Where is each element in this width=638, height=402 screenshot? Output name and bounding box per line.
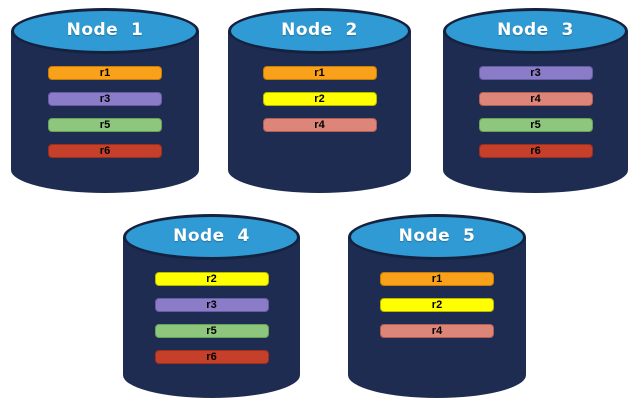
- replica-bar-list: r1 r2 r4: [348, 272, 526, 338]
- replica-bar-list: r1 r3 r5 r6: [11, 66, 199, 158]
- replica-bar-list: r3 r4 r5 r6: [443, 66, 628, 158]
- replica-bar-r3: r3: [48, 92, 162, 106]
- cylinder-top-ellipse: [348, 214, 526, 260]
- cylinder-body: [443, 31, 628, 193]
- replica-bar-r4: r4: [478, 92, 593, 106]
- replica-bar-r1: r1: [262, 66, 377, 80]
- replica-bar-r5: r5: [478, 118, 593, 132]
- node-title: Node 3: [497, 20, 574, 40]
- node-title: Node 2: [281, 20, 358, 40]
- replica-bar-r3: r3: [154, 298, 269, 312]
- replica-bar-list: r1 r2 r4: [228, 66, 411, 132]
- node-title: Node 5: [398, 226, 476, 246]
- replica-bar-r4: r4: [262, 118, 377, 132]
- replica-bar-r6: r6: [48, 144, 162, 158]
- cylinder-body: [11, 31, 199, 193]
- node-cylinder-4: Node 4 r2 r3 r5 r6: [123, 214, 300, 398]
- replica-bar-r2: r2: [380, 298, 494, 312]
- replica-bar-r1: r1: [48, 66, 162, 80]
- node-cylinder-3: Node 3 r3 r4 r5 r6: [443, 8, 628, 193]
- replica-bar-r2: r2: [154, 272, 269, 286]
- cylinder-top-ellipse: [228, 8, 411, 54]
- node-title: Node 1: [66, 20, 144, 40]
- cylinder-top-ellipse: [123, 214, 300, 260]
- cylinder-top-ellipse: [11, 8, 199, 54]
- replica-bar-r5: r5: [48, 118, 162, 132]
- node-cylinder-1: Node 1 r1 r3 r5 r6: [11, 8, 199, 193]
- cylinder-body: [228, 31, 411, 193]
- replica-bar-r3: r3: [478, 66, 593, 80]
- cylinder-body: [348, 237, 526, 398]
- node-cylinder-5: Node 5 r1 r2 r4: [348, 214, 526, 398]
- replica-bar-list: r2 r3 r5 r6: [123, 272, 300, 364]
- replica-bar-r6: r6: [478, 144, 593, 158]
- replica-bar-r2: r2: [262, 92, 377, 106]
- replica-bar-r5: r5: [154, 324, 269, 338]
- replica-bar-r6: r6: [154, 350, 269, 364]
- replica-bar-r4: r4: [380, 324, 494, 338]
- replica-bar-r1: r1: [380, 272, 494, 286]
- node-title: Node 4: [173, 226, 250, 246]
- node-cylinder-2: Node 2 r1 r2 r4: [228, 8, 411, 193]
- cylinder-body: [123, 237, 300, 398]
- cylinder-top-ellipse: [443, 8, 628, 54]
